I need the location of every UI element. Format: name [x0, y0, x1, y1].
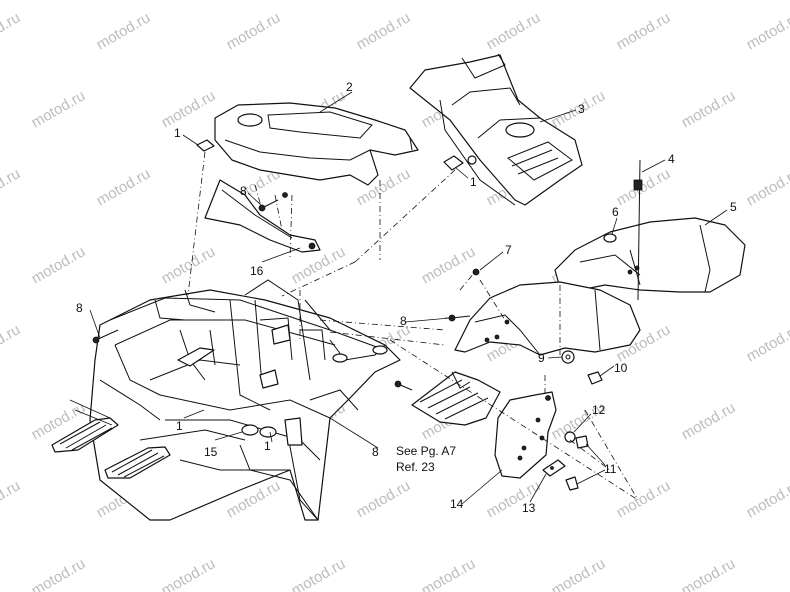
watermark-text-2: motod.ru — [224, 9, 284, 53]
watermark-text-7: motod.ru — [29, 87, 89, 131]
watermark-text-42: motod.ru — [0, 477, 23, 521]
license-bracket-part-14 — [494, 391, 557, 479]
callout-12: 12 — [592, 403, 606, 417]
watermark-text-34: motod.ru — [744, 321, 790, 365]
left-footpeg — [51, 417, 119, 453]
callout-8b: 8 — [76, 301, 83, 315]
reference-note-page: See Pg. A7 — [396, 444, 456, 458]
washer-part-12 — [564, 431, 576, 443]
watermark-text-4: motod.ru — [484, 9, 544, 53]
callout-4: 4 — [668, 152, 675, 166]
watermark-text-6: motod.ru — [744, 9, 790, 53]
watermark-text-12: motod.ru — [679, 87, 739, 131]
watermark-text-14: motod.ru — [0, 165, 23, 209]
watermark-text-45: motod.ru — [354, 477, 414, 521]
watermark-text-3: motod.ru — [354, 9, 414, 53]
callout-13: 13 — [522, 501, 536, 515]
watermark-text-1: motod.ru — [94, 9, 154, 53]
rear-cover-part-3 — [409, 53, 583, 206]
callout-1b: 1 — [470, 175, 477, 189]
foot-plate — [411, 371, 501, 426]
bracket-part-16 — [204, 179, 321, 253]
washer-part-9 — [561, 350, 575, 364]
watermark-text-48: motod.ru — [744, 477, 790, 521]
fastener-part-1-right — [443, 155, 477, 171]
watermark-text-52: motod.ru — [419, 555, 479, 592]
reference-note-ref: Ref. 23 — [396, 460, 435, 474]
bolt-part-8-left — [92, 329, 119, 344]
assembly-lines — [187, 151, 639, 501]
callout-3: 3 — [578, 102, 585, 116]
watermark-text-53: motod.ru — [549, 555, 609, 592]
watermark-text-5: motod.ru — [614, 9, 674, 53]
right-footpeg — [104, 446, 171, 479]
watermark-text-24: motod.ru — [419, 243, 479, 287]
front-fender — [454, 281, 641, 356]
watermark-text-28: motod.ru — [0, 321, 23, 365]
callout-1d: 1 — [264, 439, 271, 453]
callout-14: 14 — [450, 497, 464, 511]
callout-8a: 8 — [240, 184, 247, 198]
watermark-text-19: motod.ru — [614, 165, 674, 209]
callout-1c: 1 — [176, 419, 183, 433]
front-cover-part-2 — [214, 102, 419, 186]
callout-2: 2 — [346, 80, 353, 94]
callout-11: 11 — [604, 462, 617, 476]
light-part-13 — [542, 459, 566, 477]
callout-labels: 1 1 1 1 2 3 4 5 6 7 8 8 8 8 9 10 11 12 1… — [76, 80, 737, 515]
callout-8d: 8 — [372, 445, 379, 459]
watermark-text-40: motod.ru — [679, 399, 739, 443]
screw-part-7 — [472, 268, 480, 276]
callout-16: 16 — [250, 264, 264, 278]
watermark-text-21: motod.ru — [29, 243, 89, 287]
watermark-text-50: motod.ru — [159, 555, 219, 592]
callout-8c: 8 — [400, 314, 407, 328]
callout-9: 9 — [538, 351, 545, 365]
callout-6: 6 — [612, 205, 619, 219]
leader-lines — [69, 91, 728, 505]
bolt-part-8-middle — [448, 314, 471, 322]
watermark-text-8: motod.ru — [159, 87, 219, 131]
watermark-text-20: motod.ru — [744, 165, 790, 209]
callout-15: 15 — [204, 445, 218, 459]
callout-1a: 1 — [174, 126, 181, 140]
fastener-part-1-left — [196, 139, 215, 152]
frame — [89, 279, 401, 521]
callout-7: 7 — [505, 243, 512, 257]
nut-part-11 — [565, 435, 589, 491]
watermark-text-22: motod.ru — [159, 243, 219, 287]
reference-note: See Pg. A7 Ref. 23 — [396, 444, 456, 474]
watermark-text-0: motod.ru — [0, 9, 23, 53]
callout-5: 5 — [730, 200, 737, 214]
watermark-text-51: motod.ru — [289, 555, 349, 592]
watermark-text-15: motod.ru — [94, 165, 154, 209]
frame-peg-upper — [177, 347, 215, 367]
nut-part-10 — [587, 371, 603, 385]
watermark-text-49: motod.ru — [29, 555, 89, 592]
watermark-text-47: motod.ru — [614, 477, 674, 521]
watermark-text-54: motod.ru — [679, 555, 739, 592]
bolt-part-8-upper — [258, 192, 288, 212]
rod-part-4 — [633, 159, 643, 301]
rear-fender-part-5 — [554, 217, 746, 293]
bolt-part-8-lower — [394, 380, 413, 391]
callout-10: 10 — [614, 361, 628, 375]
